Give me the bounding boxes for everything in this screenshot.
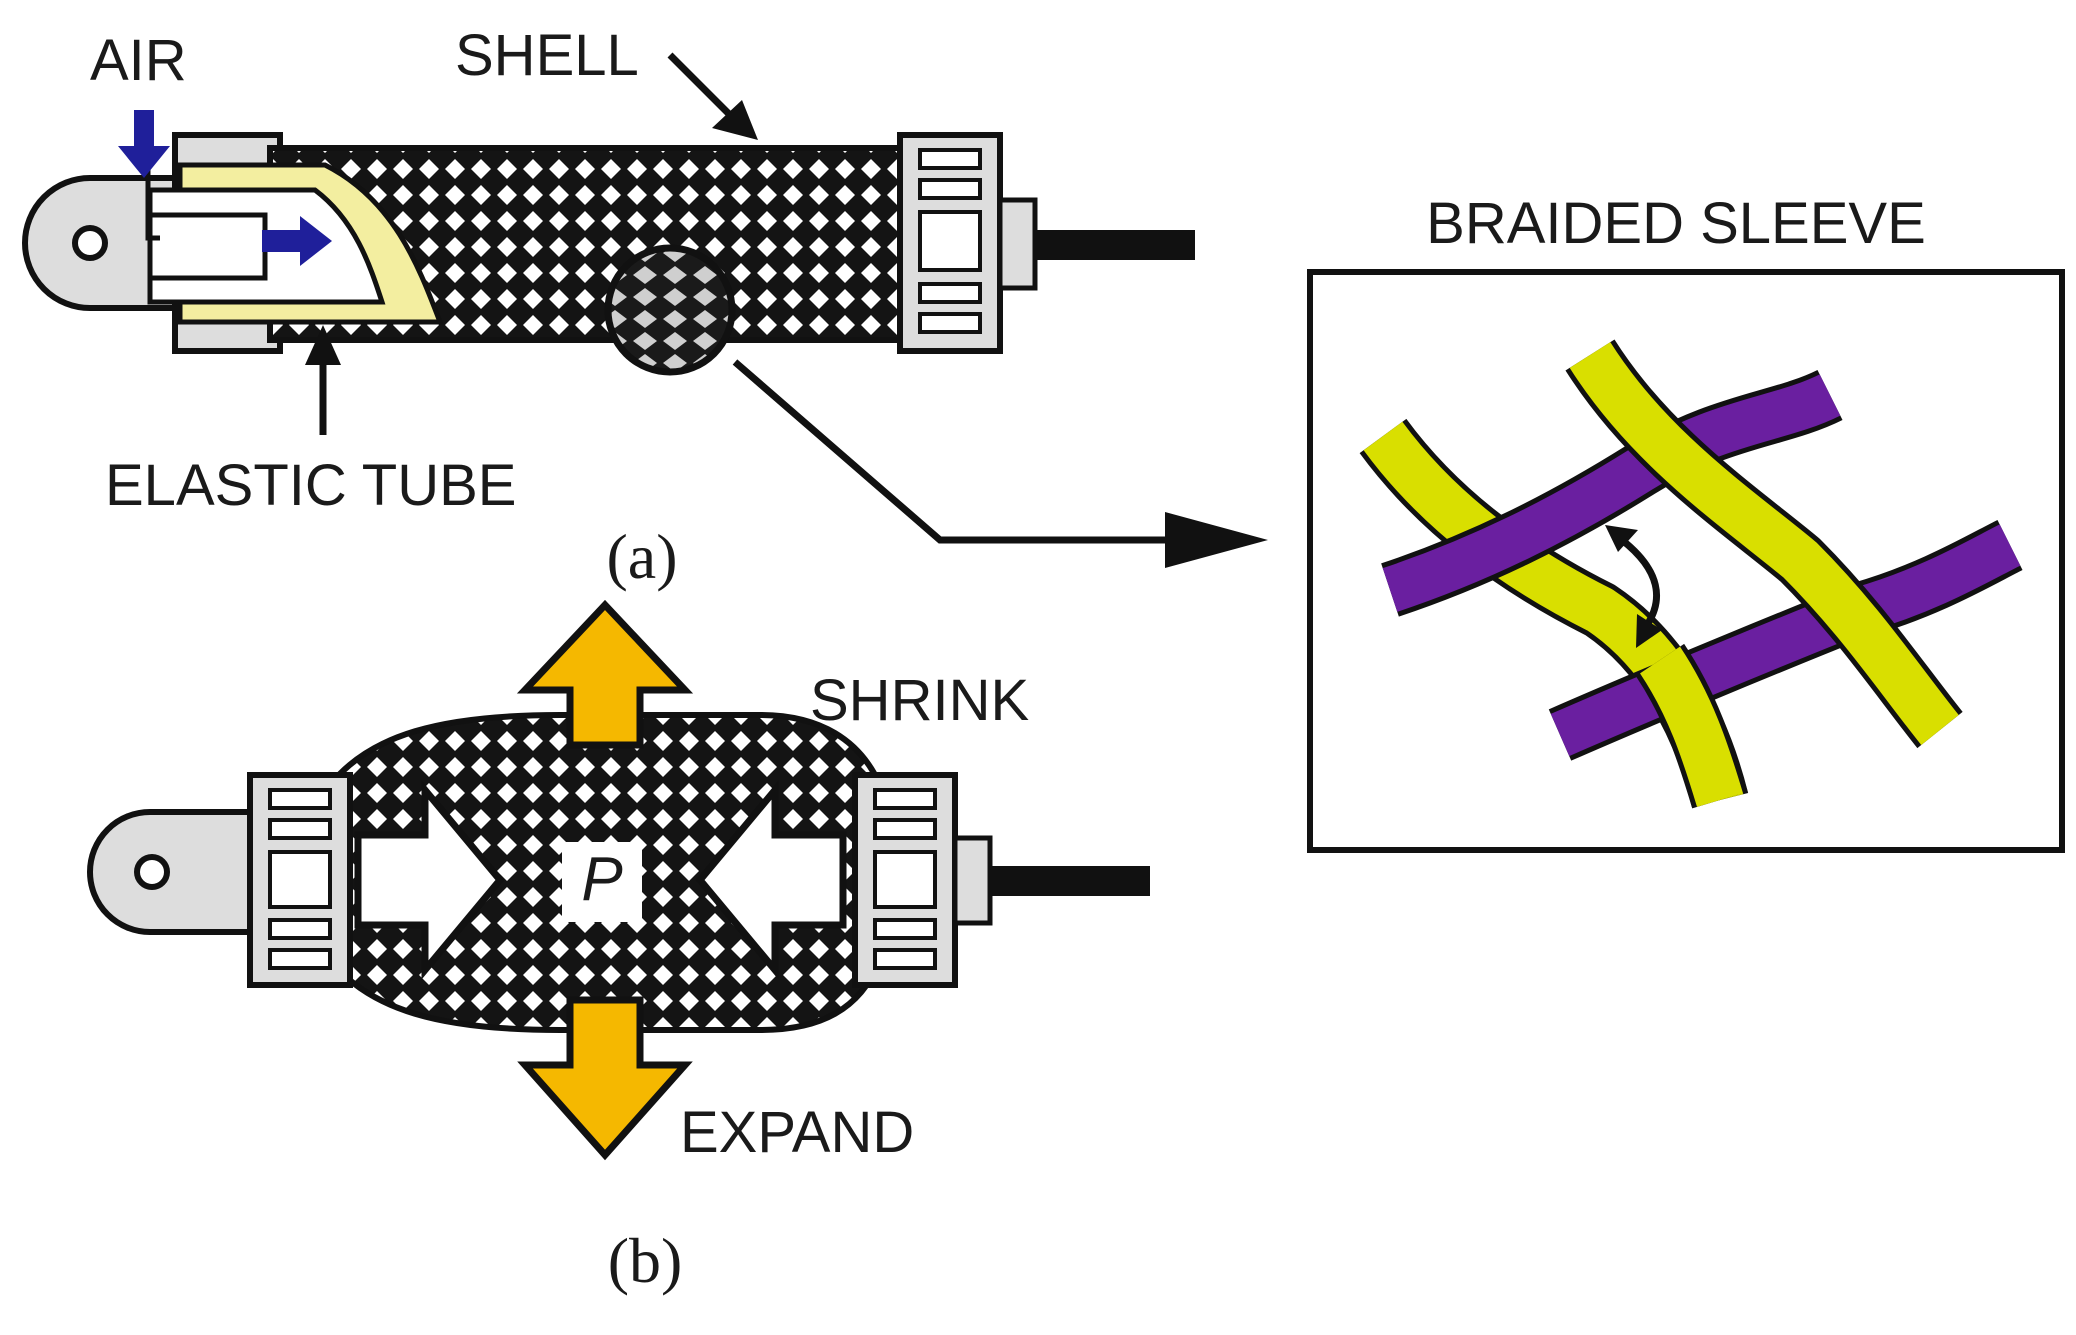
air-arrow-down-icon — [118, 110, 170, 178]
yellow-strand-2 — [1569, 342, 1959, 745]
angle-arrow-icon — [1605, 525, 1662, 648]
air-arrow-right-icon — [262, 216, 332, 266]
expand-arrow-down-icon — [517, 996, 693, 1161]
braided-sleeve-title: BRAIDED SLEEVE — [1426, 191, 1926, 256]
purple-strand-1 — [1382, 374, 1841, 612]
air-label: AIR — [90, 28, 187, 93]
caption-b: (b) — [608, 1225, 683, 1296]
magnifier-circle — [604, 244, 736, 376]
muscle-b: P — [87, 599, 1150, 1161]
muscle-a — [22, 110, 1195, 376]
pressure-label: P — [581, 845, 622, 914]
end-cap-left-b — [247, 772, 353, 988]
braided-sleeve-inset — [1307, 269, 2065, 853]
end-cap-right-b — [852, 772, 993, 988]
shell-leader-arrow — [667, 52, 758, 140]
output-rod-a — [1035, 230, 1195, 260]
output-rod-b — [990, 866, 1150, 896]
end-cap-right-a — [897, 132, 1038, 354]
shell-label: SHELL — [455, 23, 639, 88]
elastic-tube-leader-arrow — [305, 325, 341, 435]
magnify-pointer-arrow — [732, 359, 1268, 568]
expand-arrow-up-icon — [516, 599, 694, 749]
shrink-label: SHRINK — [810, 668, 1029, 733]
pressure-box — [562, 842, 642, 922]
caption-a: (a) — [606, 521, 677, 592]
mount-tab-b — [87, 809, 263, 935]
shrink-arrow-right-icon — [695, 780, 847, 980]
shrink-arrow-left-icon — [354, 780, 505, 980]
expand-label: EXPAND — [680, 1100, 914, 1165]
yellow-strand-1-top — [1639, 646, 1743, 807]
elastic-tube-label: ELASTIC TUBE — [105, 453, 517, 518]
